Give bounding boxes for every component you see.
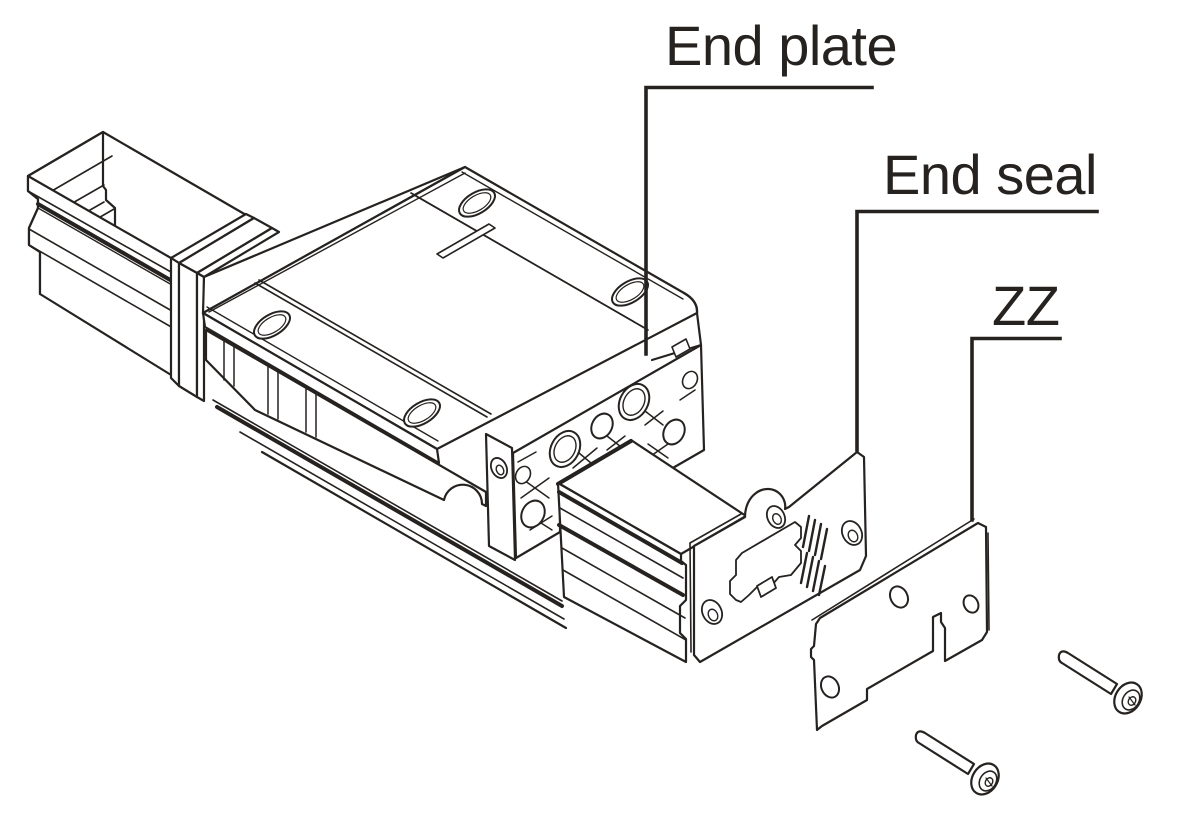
end-seal-part (689, 450, 868, 664)
leader-line-zz (970, 336, 1062, 522)
mounting-screw-1 (1057, 650, 1143, 715)
zz-label: ZZ (992, 274, 1060, 337)
end-plate-part (484, 338, 706, 562)
end-seal-label: End seal (883, 143, 1097, 206)
mounting-screw-2 (914, 730, 1000, 796)
leader-line-end-seal (855, 209, 1099, 452)
zz-seal-part (809, 518, 990, 732)
guide-rail-front (556, 438, 748, 664)
end-plate-label: End plate (665, 14, 898, 77)
carriage-block-top (201, 165, 703, 508)
leader-line-end-plate (644, 85, 874, 356)
guide-rail-rear (26, 130, 568, 630)
